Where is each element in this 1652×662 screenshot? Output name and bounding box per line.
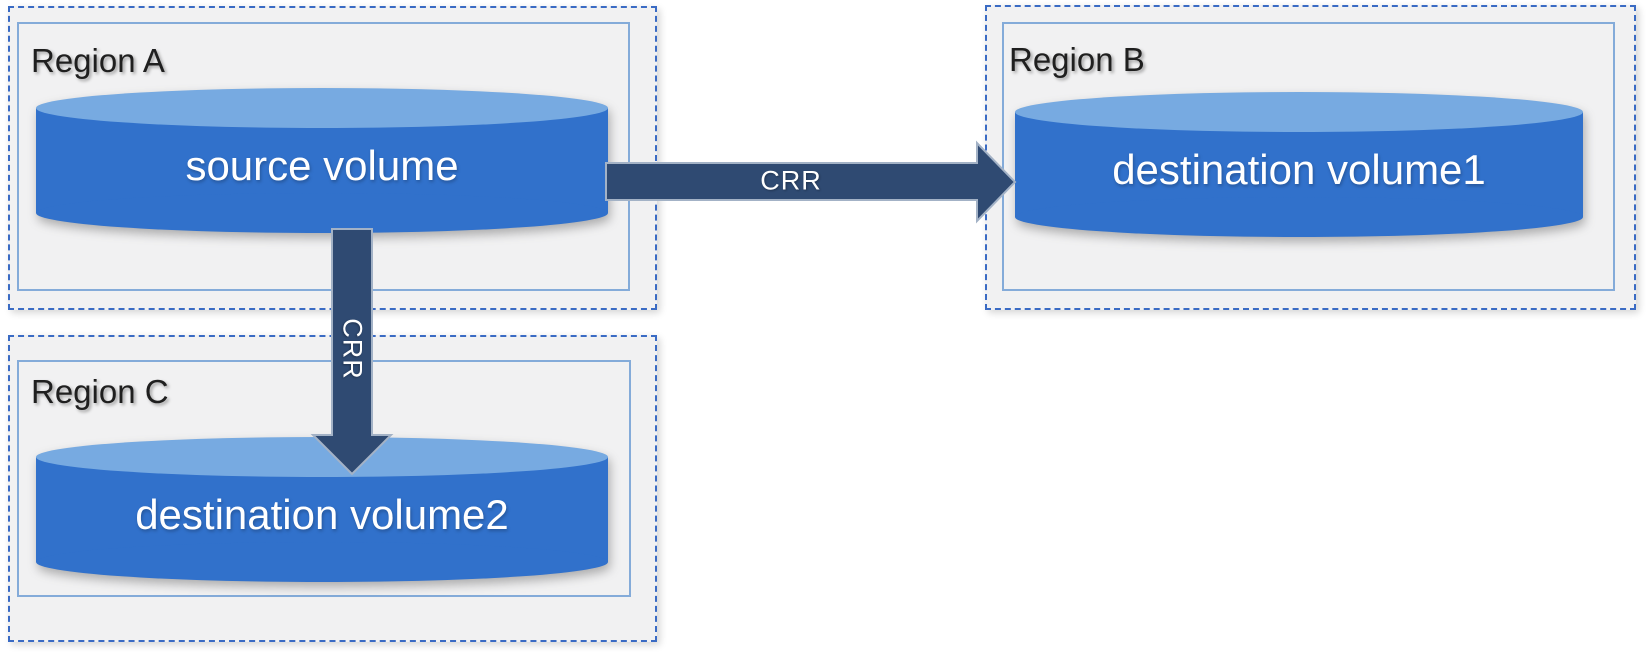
destination-volume2-label: destination volume2 [135, 490, 509, 538]
destination-volume1-cylinder: destination volume1 [1015, 92, 1583, 237]
region-a-inner-border [17, 22, 630, 291]
cylinder-bottom [1015, 197, 1583, 237]
cylinder-top [1015, 92, 1583, 132]
crr-label-horizontal: CRR [760, 165, 822, 196]
region-c-label: Region C [31, 373, 169, 410]
destination-volume2-cylinder: destination volume2 [36, 437, 608, 582]
source-volume-label: source volume [185, 141, 459, 189]
region-b-inner-border [1002, 22, 1615, 291]
source-volume-cylinder: source volume [36, 88, 608, 233]
region-a-label: Region A [31, 42, 165, 79]
cylinder-top [36, 88, 608, 128]
crr-label-vertical: CRR [337, 318, 368, 380]
crr-arrow-a-to-c [310, 228, 394, 476]
region-c-inner-border [17, 360, 631, 597]
destination-volume1-label: destination volume1 [1112, 145, 1486, 193]
crr-arrow-a-to-b [605, 140, 1017, 224]
region-b-label: Region B [1009, 41, 1145, 78]
cylinder-bottom [36, 542, 608, 582]
cylinder-bottom [36, 193, 608, 233]
